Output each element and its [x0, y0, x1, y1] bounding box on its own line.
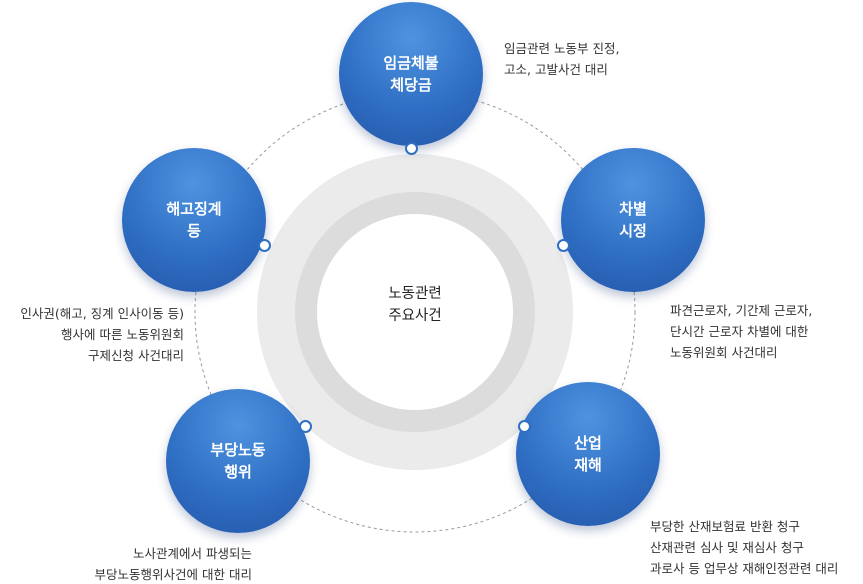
desc-discrimination: 파견근로자, 기간제 근로자, 단시간 근로자 차별에 대한 노동위원회 사건대…	[670, 300, 812, 363]
node-wage-arrears[interactable]: 임금체불 체당금	[339, 2, 483, 146]
connector-dot-wage	[405, 142, 418, 155]
node-wage-line1: 임금체불	[383, 54, 439, 72]
desc-industrial-line: 산재관련 심사 및 재심사 청구	[650, 540, 804, 555]
center-label-line2: 주요사건	[388, 308, 442, 324]
desc-dismissal: 인사권(해고, 징계 인사이동 등) 행사에 따른 노동위원회 구제신청 사건대…	[0, 303, 184, 366]
node-dismissal[interactable]: 해고징계 등	[122, 148, 266, 292]
inner-disc	[317, 214, 513, 410]
node-dismissal-line2: 등	[187, 222, 201, 240]
desc-unfair-labor: 노사관계에서 파생되는 부당노동행위사건에 대한 대리	[40, 543, 252, 584]
desc-industrial: 부당한 산재보험료 반환 청구 산재관련 심사 및 재심사 청구 과로사 등 업…	[650, 516, 838, 579]
desc-unfair-labor-line: 노사관계에서 파생되는	[133, 546, 252, 561]
desc-discrimination-line: 단시간 근로자 차별에 대한	[670, 324, 809, 339]
connector-dot-unfair-labor	[299, 420, 312, 433]
desc-dismissal-line: 인사권(해고, 징계 인사이동 등)	[20, 306, 184, 321]
connector-dot-industrial	[518, 420, 531, 433]
desc-discrimination-line: 노동위원회 사건대리	[670, 345, 778, 360]
connector-dot-discrimination	[557, 239, 570, 252]
node-industrial-line1: 산업	[574, 434, 602, 452]
desc-industrial-line: 부당한 산재보험료 반환 청구	[650, 519, 800, 534]
node-discrimination[interactable]: 차별 시정	[561, 148, 705, 292]
desc-wage-line: 고소, 고발사건 대리	[504, 62, 608, 77]
node-industrial-accident[interactable]: 산업 재해	[516, 382, 660, 526]
desc-dismissal-line: 행사에 따른 노동위원회	[61, 327, 184, 342]
node-unfair-labor[interactable]: 부당노동 행위	[166, 389, 310, 533]
node-unfair-labor-line2: 행위	[224, 463, 252, 481]
center-label: 노동관련 주요사건	[355, 283, 475, 327]
desc-wage: 임금관련 노동부 진정, 고소, 고발사건 대리	[504, 38, 619, 80]
desc-discrimination-line: 파견근로자, 기간제 근로자,	[670, 303, 813, 318]
node-discrimination-line2: 시정	[619, 222, 647, 240]
desc-unfair-labor-line: 부당노동행위사건에 대한 대리	[94, 567, 252, 582]
desc-dismissal-line: 구제신청 사건대리	[88, 348, 184, 363]
node-industrial-line2: 재해	[574, 456, 602, 474]
desc-wage-line: 임금관련 노동부 진정,	[504, 41, 620, 56]
center-label-line1: 노동관련	[388, 286, 442, 302]
node-unfair-labor-line1: 부당노동	[210, 441, 266, 459]
node-wage-line2: 체당금	[390, 76, 432, 94]
desc-industrial-line: 과로사 등 업무상 재해인정관련 대리	[650, 561, 839, 576]
node-dismissal-line1: 해고징계	[166, 200, 222, 218]
dashed-orbit	[194, 91, 636, 533]
node-discrimination-line1: 차별	[619, 200, 647, 218]
connector-dot-dismissal	[258, 239, 271, 252]
